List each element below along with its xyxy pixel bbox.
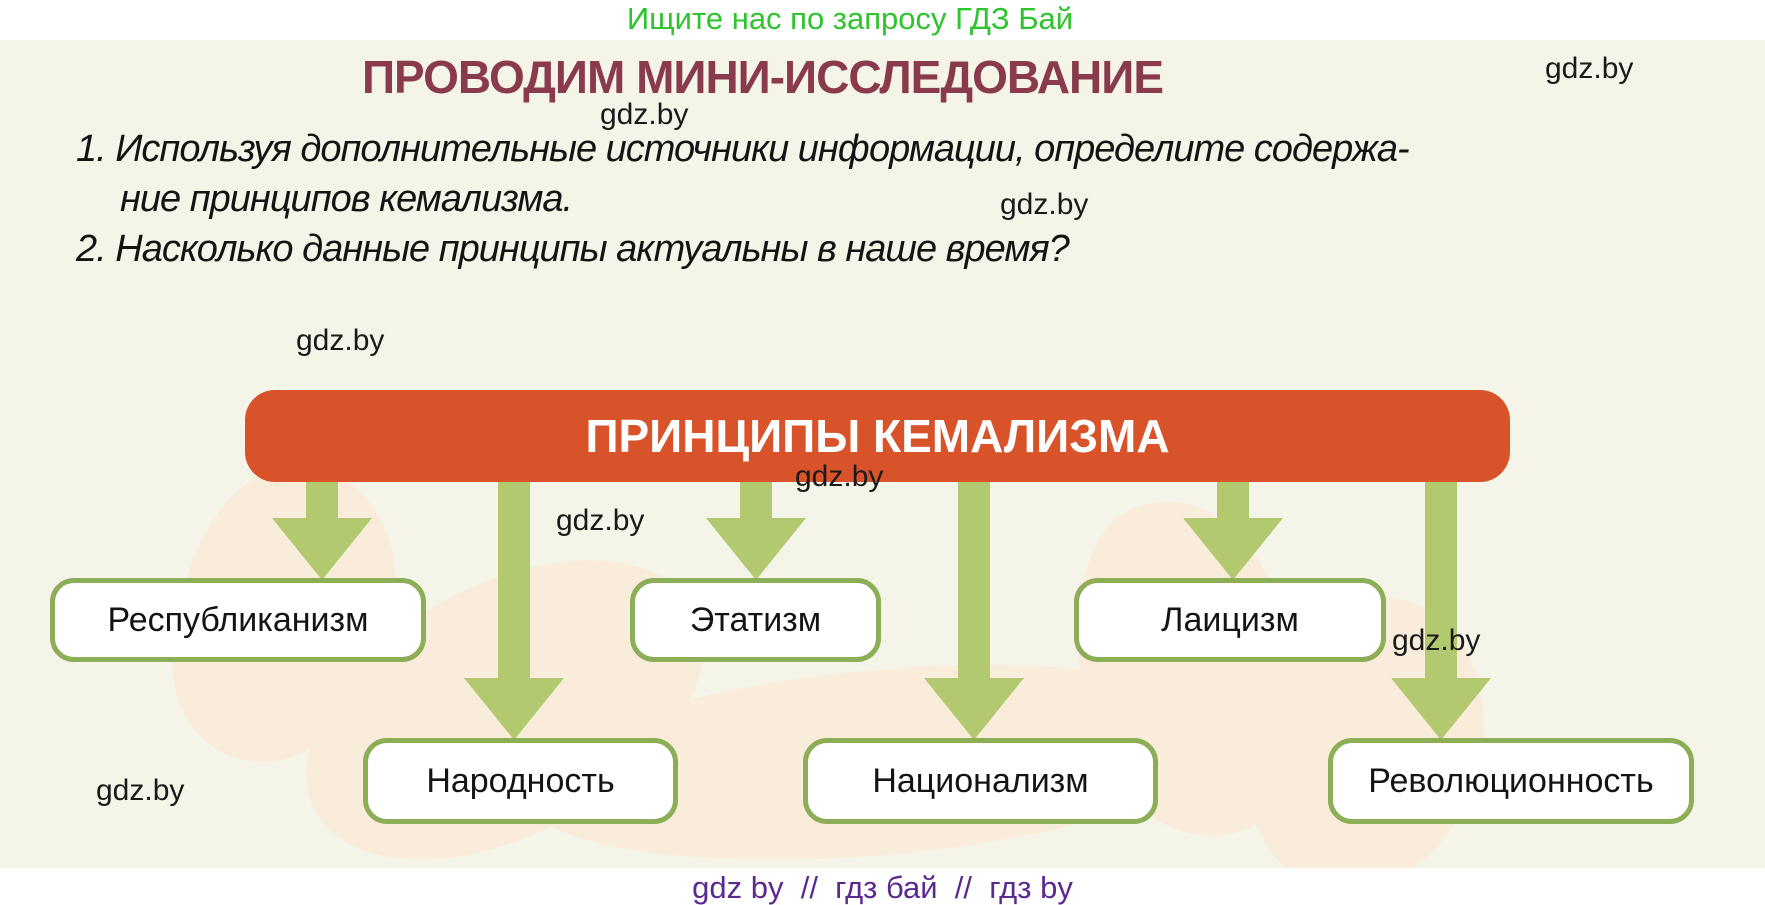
watermark-gdzby: gdz.by (1392, 624, 1481, 657)
bottom-promo-text: gdz by // гдз бай // гдз by (692, 870, 1073, 905)
kemalism-root-banner: ПРИНЦИПЫ КЕМАЛИЗМА (245, 390, 1510, 482)
top-promo-text: Ищите нас по запросу ГДЗ Бай (626, 1, 1074, 36)
principle-box-republicanism: Республиканизм (50, 578, 426, 662)
watermark-gdzby: gdz.by (556, 504, 645, 537)
watermark-gdzby: gdz.by (296, 324, 385, 357)
principle-box-laicism: Лаицизм (1074, 578, 1386, 662)
task-1-line-2: ние принципов кемализма. (120, 178, 573, 220)
kemalism-root-label: ПРИНЦИПЫ КЕМАЛИЗМА (585, 410, 1170, 462)
watermark-gdzby: gdz.by (1000, 188, 1089, 221)
principle-box-narodnost: Народность (363, 738, 678, 824)
top-promo-bar: Ищите нас по запросу ГДЗ Бай (0, 0, 1765, 40)
watermark-gdzby: gdz.by (795, 460, 884, 493)
watermark-gdzby: gdz.by (600, 98, 689, 131)
task-2-line-1: 2. Насколько данные принципы актуальны в… (76, 228, 1070, 270)
task-1-line-1: 1. Используя дополнительные источники ин… (76, 128, 1410, 170)
bottom-promo-bar: gdz by // гдз бай // гдз by (0, 868, 1765, 905)
principle-box-etatism: Этатизм (630, 578, 881, 662)
watermark-gdzby: gdz.by (1545, 52, 1634, 85)
principle-box-revolutionism: Революционность (1328, 738, 1694, 824)
principle-box-nationalism: Национализм (803, 738, 1158, 824)
scanned-page-area: ПРОВОДИМ МИНИ-ИССЛЕДОВАНИЕ 1. Используя … (0, 40, 1765, 868)
page-title: ПРОВОДИМ МИНИ-ИССЛЕДОВАНИЕ (361, 51, 1164, 103)
watermark-gdzby: gdz.by (96, 774, 185, 807)
